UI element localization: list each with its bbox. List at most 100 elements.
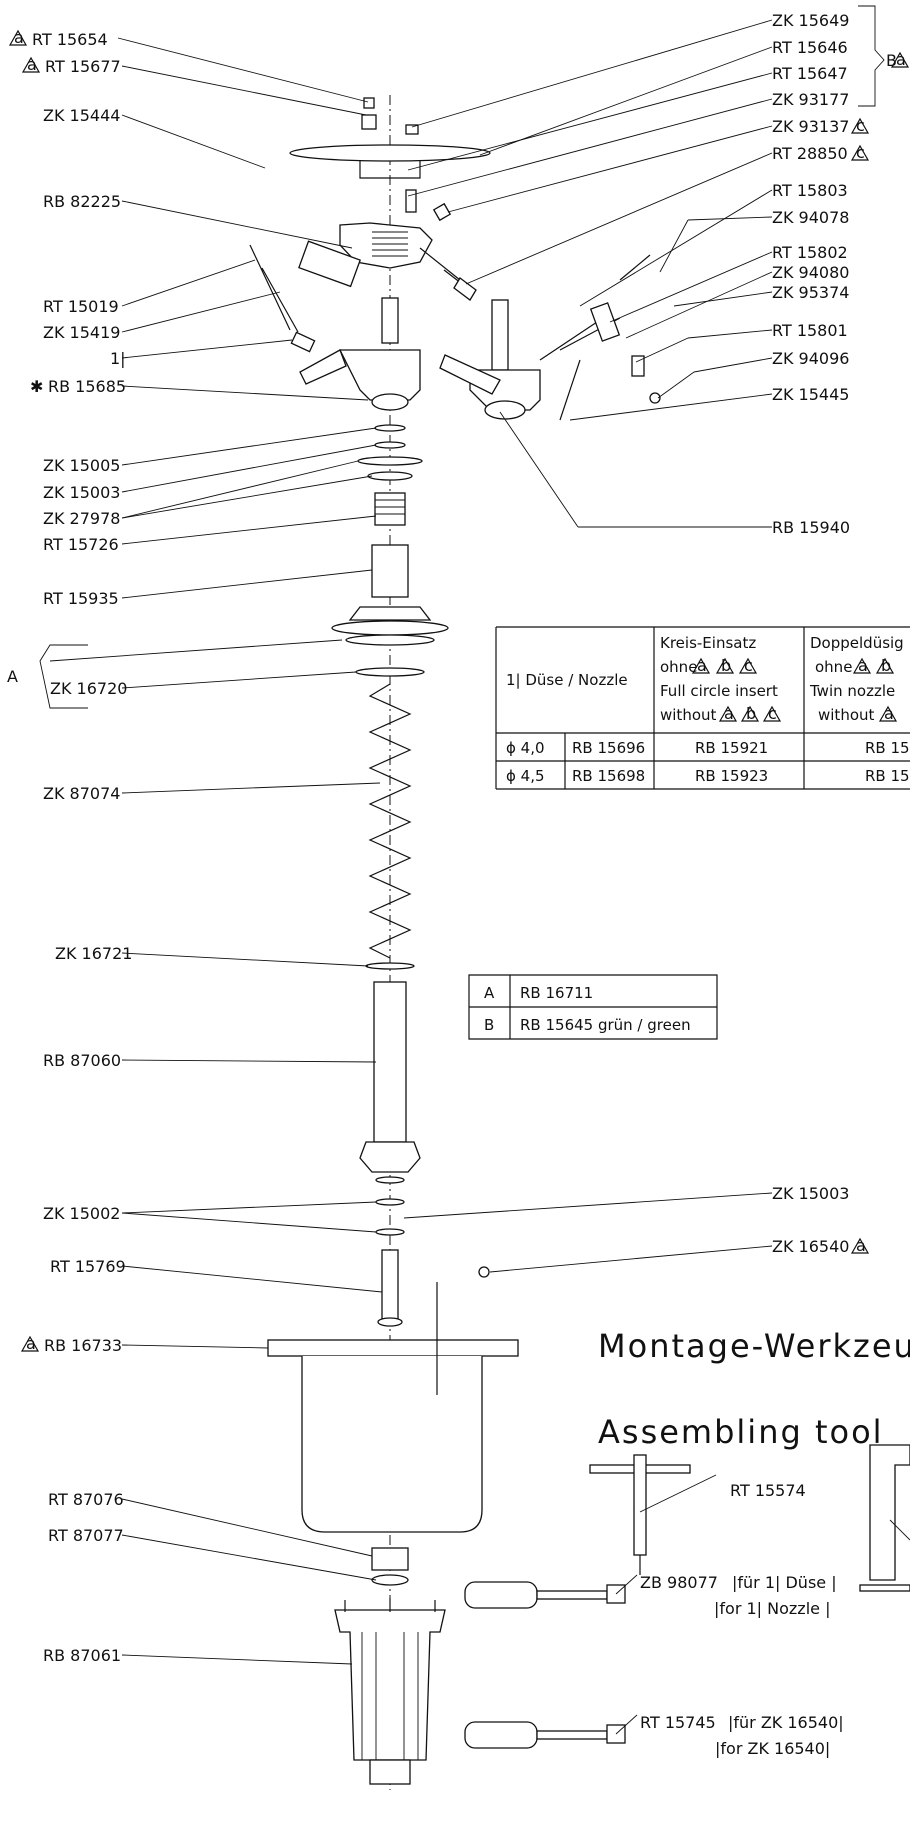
part-label-rb87060: RB 87060 — [43, 1051, 121, 1070]
right-leader-lines — [403, 19, 773, 1273]
warning-mark-b: b — [741, 704, 759, 723]
part-label-rt15935: RT 15935 — [43, 589, 119, 608]
svg-text:a: a — [884, 704, 894, 723]
group-b-label: B — [886, 51, 897, 70]
ab-row1-key: A — [484, 984, 495, 1002]
part-label-zk16720: ZK 16720 — [50, 679, 127, 698]
tool-note-zb98077-en: |for 1| Nozzle | — [714, 1599, 830, 1618]
part-label-zk93177: ZK 93177 — [772, 90, 849, 109]
svg-text:c: c — [744, 656, 753, 675]
part-label-zk16721: ZK 16721 — [55, 944, 132, 963]
warning-mark-a: a — [22, 55, 40, 74]
part-label-rt87077: RT 87077 — [48, 1526, 124, 1545]
part-label-zk16540: ZK 16540 — [772, 1237, 849, 1256]
part-label-rb16733: RB 16733 — [44, 1336, 122, 1355]
warning-mark-a: a — [692, 656, 710, 675]
warning-mark-b: b — [716, 656, 734, 675]
ab-table: A RB 16711 B RB 15645 grün / green — [468, 974, 718, 1040]
part-label-zk87074: ZK 87074 — [43, 784, 120, 803]
svg-text:a: a — [26, 1334, 36, 1353]
part-label-zk15649: ZK 15649 — [772, 11, 849, 30]
part-label-rt15726: RT 15726 — [43, 535, 119, 554]
part-label-zk15003-right: ZK 15003 — [772, 1184, 849, 1203]
right-label-group: ZK 15649 RT 15646 RT 15647 ZK 93177 B a … — [772, 11, 909, 1256]
nozzle-table-header-left: 1| Düse / Nozzle — [506, 671, 628, 689]
part-label-zk15419: ZK 15419 — [43, 323, 120, 342]
tool-heading-de: Montage-Werkzeug — [598, 1327, 910, 1365]
tool-note-rt15745-de: |für ZK 16540| — [728, 1713, 844, 1732]
svg-text:a: a — [697, 656, 707, 675]
svg-text:c: c — [768, 704, 777, 723]
warning-mark-a: a — [851, 1236, 869, 1255]
tool-t-wrench — [589, 1454, 717, 1575]
tool-screwdriver-1 — [464, 1574, 638, 1609]
ab-row1-value: RB 16711 — [520, 984, 593, 1002]
tool-heading-en: Assembling tool — [598, 1413, 884, 1451]
part-label-zk94096: ZK 94096 — [772, 349, 849, 368]
svg-text:a: a — [856, 1236, 866, 1255]
part-label-rb82225: RB 82225 — [43, 192, 121, 211]
kreis-header-3: Full circle insert — [660, 682, 778, 700]
svg-text:a: a — [27, 55, 37, 74]
tool-screwdriver-2 — [464, 1714, 638, 1749]
star-mark: ✱ — [30, 377, 43, 396]
warning-mark-c: c — [851, 116, 869, 135]
part-label-rt28850: RT 28850 — [772, 144, 848, 163]
tool-label-rt15574: RT 15574 — [730, 1481, 806, 1500]
kreis-header-4: without — [660, 706, 717, 724]
part-label-zk15003: ZK 15003 — [43, 483, 120, 502]
row1-nozzle: RB 15696 — [572, 739, 645, 757]
warning-mark-c: c — [763, 704, 781, 723]
svg-text:c: c — [856, 116, 865, 135]
spray-arm-left — [249, 244, 421, 411]
kreis-header-2: ohne — [660, 658, 697, 676]
base-parts — [334, 1547, 446, 1785]
part-label-rt15769: RT 15769 — [50, 1257, 126, 1276]
part-label-zk93137: ZK 93137 — [772, 117, 849, 136]
warning-mark-c: c — [739, 656, 757, 675]
tool-label-rt15745: RT 15745 — [640, 1713, 716, 1732]
warning-mark-a: a — [719, 704, 737, 723]
svg-text:a: a — [896, 50, 906, 69]
group-b-bracket — [858, 5, 885, 107]
part-label-rb15685: RB 15685 — [48, 377, 126, 396]
left-label-group: a RT 15654 a RT 15677 ZK 15444 RB 82225 … — [7, 28, 132, 1665]
row1-dia: ϕ 4,0 — [506, 739, 545, 757]
row1-doppel: RB 15 — [865, 739, 910, 757]
doppel-header-4: without — [818, 706, 875, 724]
nozzle-table: 1| Düse / Nozzle Kreis-Einsatz ohne a b … — [495, 626, 910, 790]
row2-dia: ϕ 4,5 — [506, 767, 545, 785]
doppel-header-2: ohne — [815, 658, 852, 676]
svg-text:b: b — [721, 656, 731, 675]
tool-note-rt15745-en: |for ZK 16540| — [715, 1739, 830, 1758]
part-label-rt15019: RT 15019 — [43, 297, 119, 316]
doppel-header-3: Twin nozzle — [809, 682, 895, 700]
doppel-header-1: Doppeldüsig — [810, 634, 904, 652]
part-label-zk15444: ZK 15444 — [43, 106, 120, 125]
warning-mark-b: b — [876, 656, 894, 675]
tool-angle-pipe — [859, 1444, 910, 1592]
group-a-label: A — [7, 667, 18, 686]
warning-mark-a: a — [21, 1334, 39, 1353]
row2-doppel: RB 15 — [865, 767, 910, 785]
spring — [368, 683, 412, 959]
row2-kreis: RB 15923 — [695, 767, 768, 785]
spray-arm-right — [439, 254, 661, 421]
row2-nozzle: RB 15698 — [572, 767, 645, 785]
top-cap-assembly — [289, 97, 491, 222]
part-label-rt15654: RT 15654 — [32, 30, 108, 49]
part-label-rt15646: RT 15646 — [772, 38, 848, 57]
svg-text:a: a — [14, 28, 24, 47]
valve-body-assembly — [298, 222, 477, 301]
warning-mark-c: c — [851, 143, 869, 162]
svg-text:b: b — [746, 704, 756, 723]
warning-mark-a: a — [891, 50, 909, 69]
part-label-rb87061: RB 87061 — [43, 1646, 121, 1665]
svg-text:b: b — [881, 656, 891, 675]
tool-note-zb98077-de: |für 1| Düse | — [732, 1573, 837, 1592]
svg-text:a: a — [858, 656, 868, 675]
kreis-header-1: Kreis-Einsatz — [660, 634, 756, 652]
part-label-rt15801: RT 15801 — [772, 321, 848, 340]
row1-kreis: RB 15921 — [695, 739, 768, 757]
group-a-bracket — [39, 644, 88, 709]
